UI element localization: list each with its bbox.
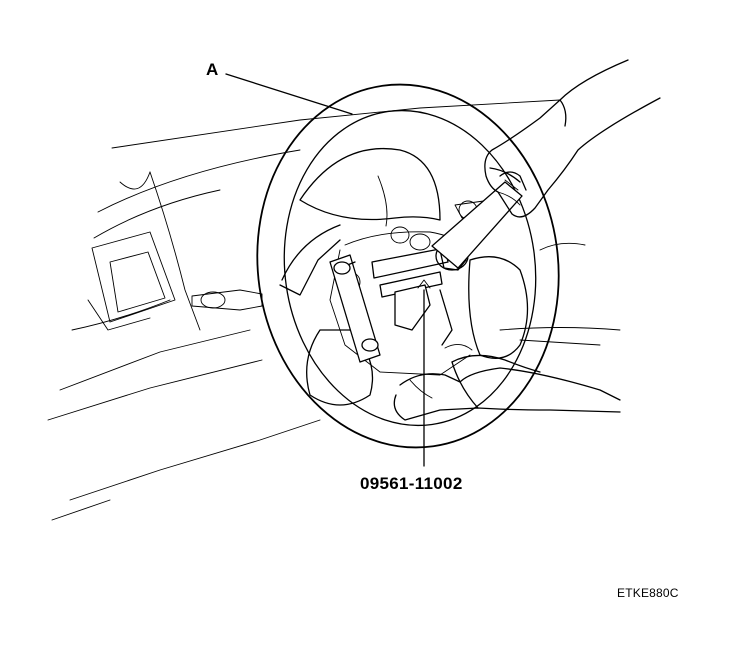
lower-hand xyxy=(393,344,621,421)
special-tool-number-label: 09561-11002 xyxy=(360,474,463,493)
upper-hand xyxy=(484,59,661,218)
leader-lines xyxy=(225,73,431,467)
callout-label-a: A xyxy=(206,60,219,79)
dashboard xyxy=(47,99,621,521)
figure-id-label: ETKE880C xyxy=(617,586,679,600)
steering-wheel-rim xyxy=(256,83,560,449)
wheel-puller-tool xyxy=(329,241,469,363)
wrench xyxy=(431,171,527,269)
